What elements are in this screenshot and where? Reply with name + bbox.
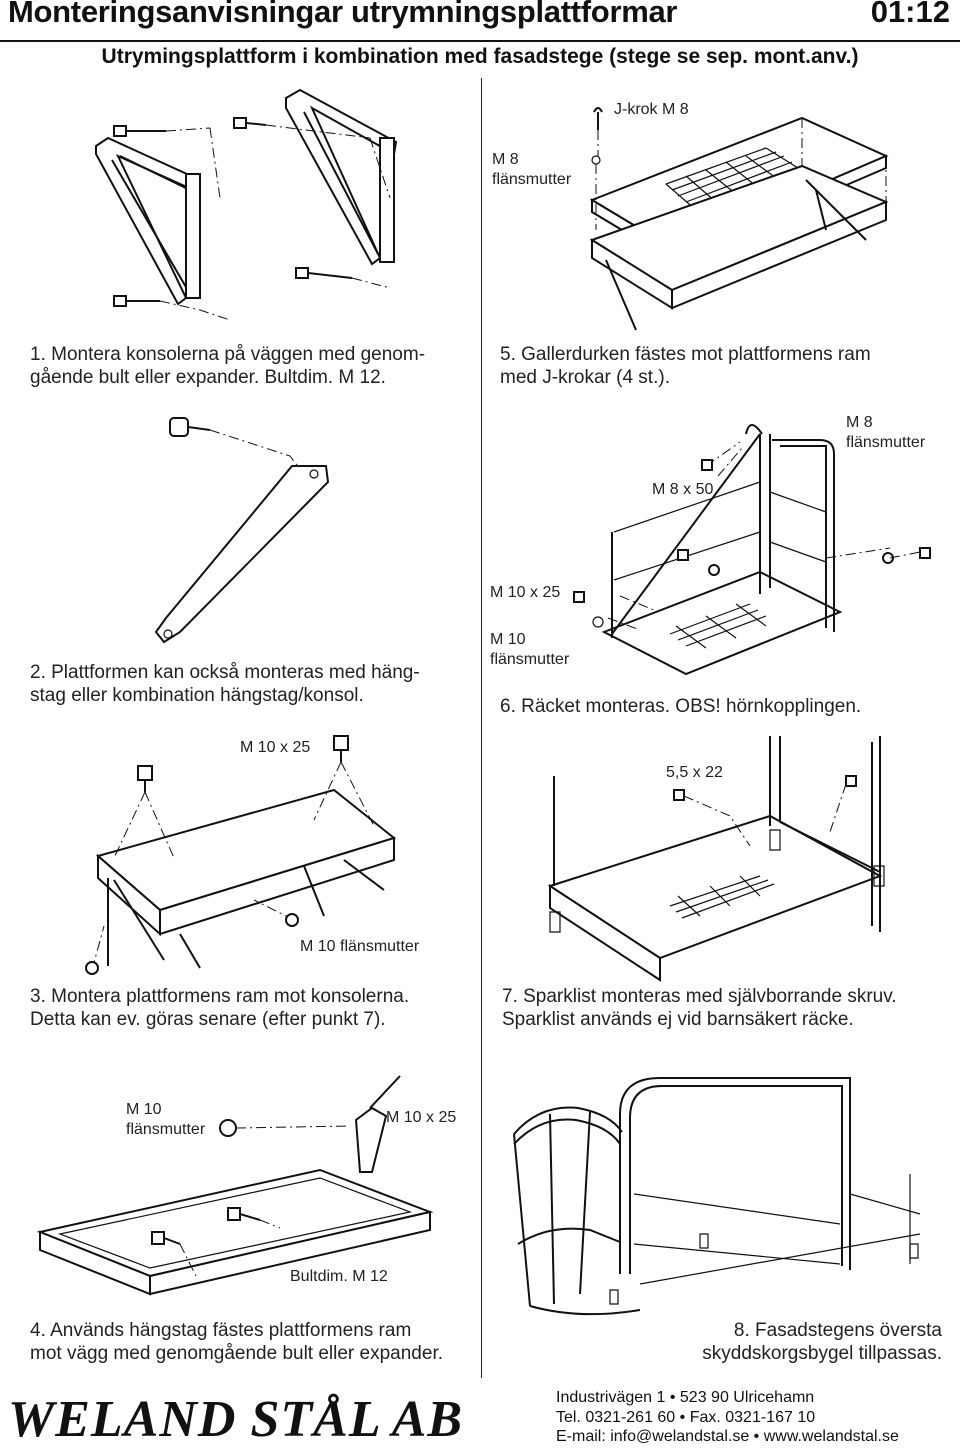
label-line: flänsmutter	[126, 1121, 206, 1138]
step6-railing-illustration	[590, 412, 950, 672]
step2-caption: 2. Plattformen kan också monteras med hä…	[30, 661, 420, 707]
step2-strut-illustration	[150, 412, 350, 652]
step6-caption: 6. Räcket monteras. OBS! hörnkopplingen.	[500, 695, 861, 718]
step2-line: 2. Plattformen kan också monteras med hä…	[30, 662, 420, 683]
step4-line: 4. Används hängstag fästes plattformens …	[30, 1320, 412, 1341]
label-5-5x22: 5,5 x 22	[666, 764, 723, 781]
label-m10x25-step4: M 10 x 25	[386, 1109, 457, 1126]
step4-frame-illustration	[20, 1080, 450, 1290]
step8-caption: 8. Fasadstegens översta skyddskorgsbygel…	[660, 1319, 942, 1365]
label-m10x25-step6: M 10 x 25	[490, 584, 561, 601]
document-code: 01:12	[870, 0, 950, 29]
column-divider	[481, 78, 482, 1378]
label-m10-flansmutter-step6: M 10 flänsmutter	[490, 630, 569, 670]
company-address-block: Industrivägen 1 • 523 90 Ulricehamn Tel.…	[556, 1388, 899, 1447]
label-m8-flansmutter-step6: M 8 flänsmutter	[846, 413, 925, 453]
company-logo: WELAND STÅL AB	[8, 1390, 528, 1448]
page-subtitle: Utrymingsplattform i kombination med fas…	[101, 45, 859, 68]
label-line: M 10	[490, 631, 526, 648]
label-line: flänsmutter	[490, 651, 570, 668]
label-line: M 8	[846, 414, 873, 431]
step3-frame-illustration	[84, 730, 414, 980]
label-line: flänsmutter	[846, 434, 926, 451]
step1-line: 1. Montera konsolerna på väggen med geno…	[30, 344, 426, 365]
step5-line: med J-krokar (4 st.).	[500, 367, 670, 388]
step3-caption: 3. Montera plattformens ram mot konsoler…	[30, 985, 409, 1031]
step4-caption: 4. Används hängstag fästes plattformens …	[30, 1319, 443, 1365]
step8-line: 8. Fasadstegens översta	[733, 1320, 942, 1341]
label-line: M 8	[492, 151, 519, 168]
step8-cage-illustration	[490, 1074, 940, 1314]
step5-line: 5. Gallerdurken fästes mot plattformens …	[500, 344, 871, 365]
step7-railing-illustration	[530, 736, 930, 972]
header-rule	[0, 40, 960, 42]
company-phone: Tel. 0321-261 60 • Fax. 0321-167 10	[556, 1408, 816, 1426]
label-line: flänsmutter	[492, 171, 572, 188]
page-title: Monteringsanvisningar utrymningsplattfor…	[8, 0, 678, 29]
step5-caption: 5. Gallerdurken fästes mot plattformens …	[500, 343, 871, 389]
step7-caption: 7. Sparklist monteras med självborrande …	[502, 985, 897, 1031]
step1-caption: 1. Montera konsolerna på väggen med geno…	[30, 343, 425, 389]
step3-line: Detta kan ev. göras senare (efter punkt …	[30, 1009, 386, 1030]
company-address: Industrivägen 1 • 523 90 Ulricehamn	[556, 1389, 815, 1406]
label-bultdim: Bultdim. M 12	[290, 1268, 388, 1285]
company-email: E-mail: info@welandstal.se • www.welands…	[556, 1428, 899, 1445]
step1-bracket-illustration	[90, 88, 420, 338]
label-m10-flansmutter-step3: M 10 flänsmutter	[300, 938, 420, 955]
label-m8x50: M 8 x 50	[652, 481, 714, 498]
company-logo-text: WELAND STÅL AB	[8, 1391, 464, 1448]
step5-grating-illustration	[576, 90, 906, 340]
step6-line: 6. Räcket monteras. OBS! hörnkopplingen.	[500, 696, 862, 717]
label-line: M 10	[126, 1101, 162, 1118]
step1-line: gående bult eller expander. Bultdim. M 1…	[30, 367, 386, 388]
step3-line: 3. Montera plattformens ram mot konsoler…	[30, 986, 410, 1007]
step4-line: mot vägg med genomgående bult eller expa…	[30, 1343, 443, 1364]
label-j-krok: J-krok M 8	[614, 101, 689, 118]
label-m10x25-step3: M 10 x 25	[240, 739, 311, 756]
step2-line: stag eller kombination hängstag/konsol.	[30, 685, 364, 706]
label-m10-flansmutter-step4: M 10 flänsmutter	[126, 1100, 205, 1140]
step7-line: 7. Sparklist monteras med självborrande …	[502, 986, 897, 1007]
label-m8-flansmutter-step5: M 8 flänsmutter	[492, 150, 571, 190]
step7-line: Sparklist används ej vid barnsäkert räck…	[502, 1009, 854, 1030]
step8-line: skyddskorgsbygel tillpassas.	[702, 1343, 942, 1364]
